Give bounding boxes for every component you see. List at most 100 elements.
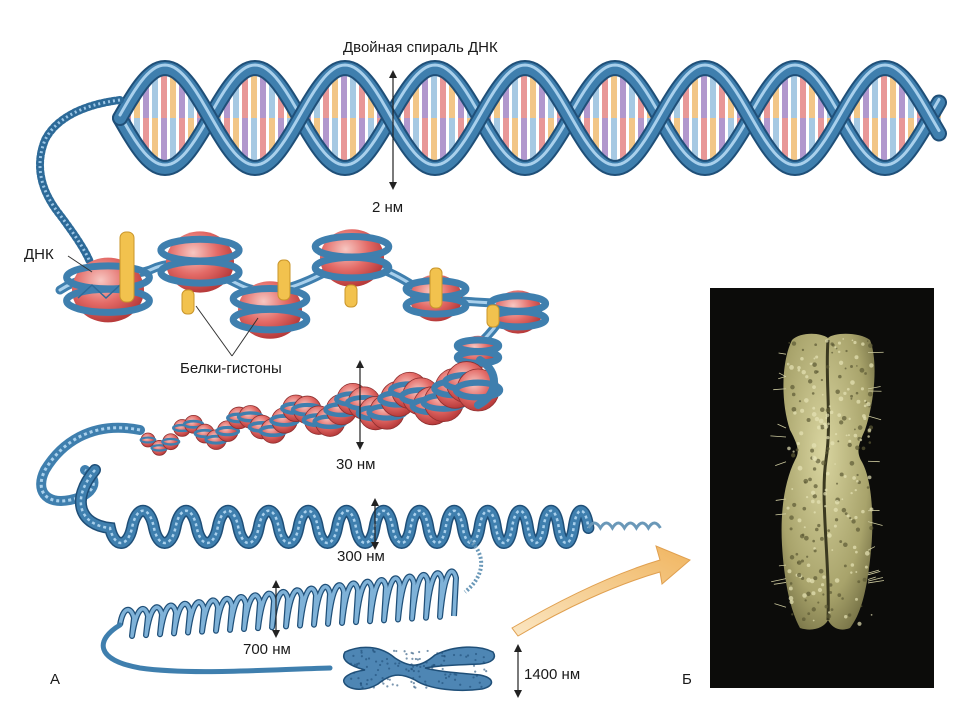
base-pair-half bbox=[188, 87, 194, 118]
chromosome-texture-dot bbox=[405, 668, 408, 671]
micrograph-speckle bbox=[856, 399, 861, 404]
micrograph-speckle bbox=[835, 389, 840, 394]
label-fiber-300: 300 нм bbox=[337, 548, 385, 565]
micrograph-speckle bbox=[814, 343, 818, 347]
chromosome-texture-dot bbox=[478, 681, 481, 684]
micrograph-speckle bbox=[843, 391, 847, 396]
chromosome-texture-dot bbox=[367, 657, 371, 660]
chromosome-texture-dot bbox=[381, 677, 384, 680]
micrograph-speckle bbox=[797, 572, 802, 578]
micrograph-speckle bbox=[813, 357, 816, 360]
chromosome-texture-dot bbox=[360, 651, 363, 654]
base-pair-half bbox=[170, 118, 176, 167]
micrograph-speckle bbox=[834, 518, 839, 522]
base-pair-half bbox=[512, 71, 518, 118]
helix-strand-highlight bbox=[118, 63, 941, 167]
chromosome-texture-dot bbox=[403, 650, 406, 653]
fiber-30-marker bbox=[356, 360, 364, 450]
micrograph-speckle bbox=[801, 369, 806, 375]
micrograph-speckle bbox=[789, 582, 793, 585]
micrograph-fiber-hair bbox=[867, 577, 883, 582]
micrograph-speckle bbox=[814, 416, 820, 422]
micrograph-speckle bbox=[854, 515, 858, 520]
micrograph-speckle bbox=[789, 599, 794, 605]
micrograph-speckle bbox=[834, 433, 838, 436]
micrograph-fiber-hair bbox=[778, 352, 787, 355]
micrograph-speckle bbox=[843, 564, 847, 568]
micrograph-speckle bbox=[838, 360, 844, 365]
micrograph-speckle bbox=[797, 518, 802, 523]
micrograph-speckle bbox=[839, 420, 844, 425]
micrograph-speckle bbox=[789, 365, 794, 370]
micrograph-speckle bbox=[830, 608, 834, 612]
base-pair-half bbox=[548, 87, 554, 118]
micrograph-speckle bbox=[843, 542, 848, 548]
fiber-wrap bbox=[452, 379, 504, 401]
base-pair-half bbox=[278, 118, 284, 149]
label-double-helix: Двойная спираль ДНК bbox=[343, 39, 498, 56]
chromosome-texture-dot bbox=[415, 664, 419, 667]
base-pair-half bbox=[638, 87, 644, 118]
chromosome-texture-dot bbox=[385, 657, 389, 661]
chromosome-texture-dot bbox=[412, 682, 415, 685]
micrograph-fiber-hair bbox=[774, 603, 787, 608]
chromosome-texture-dot bbox=[485, 669, 488, 673]
transition-arrow bbox=[511, 545, 691, 637]
micrograph-speckle bbox=[867, 428, 872, 432]
chromosome-texture-dot bbox=[453, 673, 456, 676]
micrograph-speckle bbox=[834, 346, 837, 349]
base-pair-half bbox=[908, 87, 914, 118]
micrograph-speckle bbox=[864, 551, 870, 556]
fiber-wrap bbox=[215, 425, 241, 437]
chromosome-texture-dot bbox=[474, 658, 477, 662]
base-pair-half bbox=[593, 78, 599, 118]
base-pair-half bbox=[791, 68, 797, 118]
micrograph-speckle bbox=[869, 526, 874, 531]
micrograph-speckle bbox=[799, 431, 804, 436]
chromatin-fiber-30nm bbox=[139, 356, 504, 456]
micrograph-fiber-hair bbox=[867, 580, 885, 584]
base-pair-half bbox=[368, 118, 374, 149]
chromosome-texture-dot bbox=[374, 660, 378, 663]
micrograph-speckle bbox=[850, 571, 853, 574]
chromosome-texture-dot bbox=[459, 654, 462, 657]
micrograph-speckle bbox=[854, 428, 856, 431]
chromatin-loops-300nm bbox=[36, 422, 662, 549]
chromosome-texture-dot bbox=[414, 686, 417, 689]
micrograph-speckle bbox=[846, 514, 850, 518]
chromosome-texture-dot bbox=[365, 665, 369, 668]
base-pair-half bbox=[431, 118, 437, 168]
micrograph-speckle bbox=[811, 499, 815, 504]
micrograph-speckle bbox=[864, 565, 868, 569]
micrograph-speckle bbox=[805, 496, 809, 499]
base-pair-half bbox=[818, 87, 824, 118]
micrograph-speckle bbox=[802, 506, 807, 511]
micrograph-fiber-hair bbox=[777, 423, 787, 429]
micrograph-speckle bbox=[810, 448, 815, 453]
chromosome-texture-dot bbox=[414, 657, 417, 661]
micrograph-fiber-hair bbox=[773, 388, 787, 391]
micrograph-speckle bbox=[812, 494, 817, 499]
chromosome-texture-dot bbox=[410, 680, 413, 683]
micrograph-speckle bbox=[806, 417, 811, 423]
micrograph-speckle bbox=[842, 338, 845, 340]
micrograph-speckle bbox=[853, 433, 858, 438]
micrograph-speckle bbox=[826, 435, 830, 440]
micrograph-speckle bbox=[828, 583, 833, 587]
chromosome-texture-dot bbox=[447, 675, 451, 678]
micrograph-speckle bbox=[846, 387, 850, 391]
micrograph-speckle bbox=[850, 365, 853, 368]
fiber-300-marker bbox=[371, 498, 379, 550]
helix-strand-highlight bbox=[118, 63, 941, 167]
micrograph-speckle bbox=[854, 489, 857, 492]
micrograph-speckle bbox=[844, 512, 848, 516]
base-pair-half bbox=[530, 118, 536, 167]
chromosome-texture-dot bbox=[366, 679, 369, 682]
micrograph-speckle bbox=[855, 527, 861, 532]
micrograph-speckle bbox=[819, 407, 825, 412]
chromosome-texture-dot bbox=[432, 663, 435, 667]
chromosome-texture-dot bbox=[412, 669, 415, 673]
chromosome-texture-dot bbox=[443, 655, 446, 658]
chromosome-texture-dot bbox=[360, 684, 363, 687]
